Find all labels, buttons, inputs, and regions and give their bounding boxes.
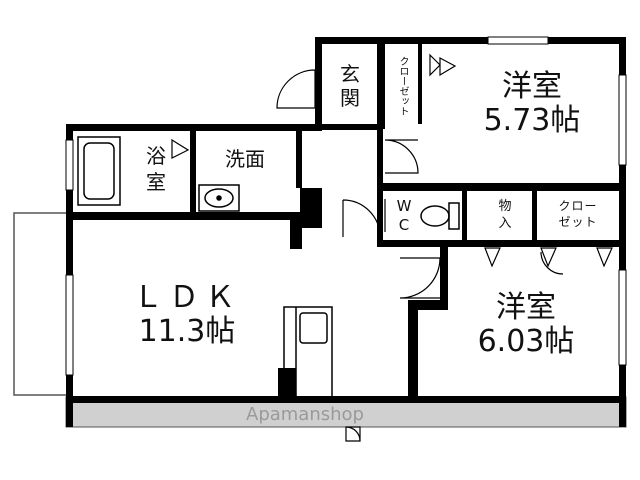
western-room-2-label: 洋室 6.03帖	[477, 290, 575, 359]
inner-walls	[66, 44, 626, 403]
closet-1-label: クローゼット	[397, 56, 408, 116]
doors	[171, 53, 613, 442]
washroom-label: 洗面	[225, 147, 265, 171]
kitchen-counter	[283, 306, 333, 398]
ldk-label: ＬＤＫ 11.3帖	[133, 280, 241, 349]
windows	[65, 36, 627, 376]
balcony	[13, 212, 66, 396]
toilet-icon	[420, 202, 460, 230]
western-room-1-label: 洋室 5.73帖	[483, 69, 581, 138]
entrance-label: 玄 関	[340, 62, 360, 110]
bathtub-icon	[77, 136, 121, 206]
washbasin-icon	[198, 184, 240, 212]
bath-label: 浴 室	[146, 144, 166, 194]
closet-2-label: クロー ゼット	[558, 199, 598, 229]
toilet-label: W C	[396, 197, 412, 234]
storage-label: 物 入	[498, 199, 512, 231]
watermark: Apamanshop	[246, 404, 364, 425]
